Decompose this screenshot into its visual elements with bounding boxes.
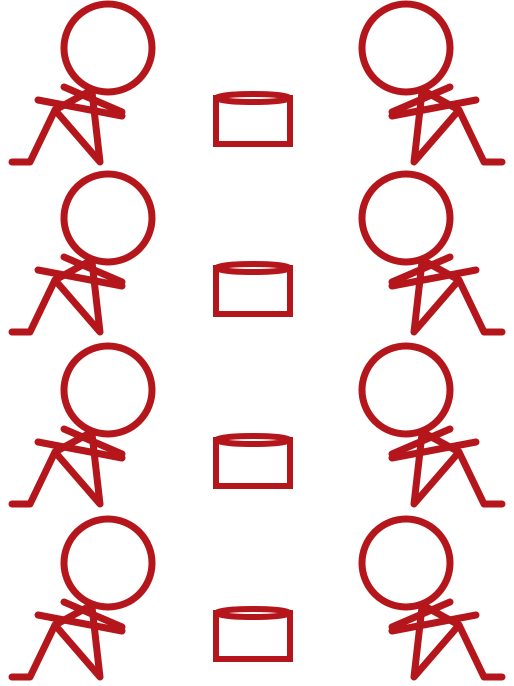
head (64, 519, 152, 607)
head (64, 4, 152, 92)
torso-leg (55, 434, 100, 504)
lower-leg (459, 280, 502, 332)
table-top (216, 609, 290, 617)
lower-leg (12, 625, 55, 677)
torso-leg (55, 92, 100, 162)
table-top (216, 264, 290, 272)
row (12, 4, 502, 162)
torso-leg (55, 262, 100, 332)
mirror-group (362, 346, 502, 504)
row (12, 174, 502, 332)
torso-leg (414, 434, 459, 504)
lower-leg (12, 280, 55, 332)
table (216, 94, 290, 144)
head (64, 346, 152, 434)
lower-leg (459, 110, 502, 162)
lower-leg (12, 452, 55, 504)
table-top (216, 94, 290, 102)
lower-leg (459, 625, 502, 677)
head (362, 519, 450, 607)
seated-figure-right (362, 519, 502, 677)
row (12, 346, 502, 504)
torso-leg (55, 607, 100, 677)
head (362, 174, 450, 262)
torso-leg (414, 262, 459, 332)
table (216, 609, 290, 659)
torso-leg (414, 607, 459, 677)
head (64, 174, 152, 262)
table (216, 436, 290, 486)
head (362, 4, 450, 92)
seated-figure-left (12, 4, 152, 162)
seated-figure-left (12, 174, 152, 332)
head (362, 346, 450, 434)
mirror-group (362, 4, 502, 162)
mirror-group (362, 174, 502, 332)
lower-leg (459, 452, 502, 504)
mirror-group (362, 519, 502, 677)
seated-figure-right (362, 346, 502, 504)
seated-figure-right (362, 4, 502, 162)
row (12, 519, 502, 677)
table-top (216, 436, 290, 444)
seated-figure-right (362, 174, 502, 332)
seated-figure-left (12, 346, 152, 504)
seated-figure-left (12, 519, 152, 677)
torso-leg (414, 92, 459, 162)
table (216, 264, 290, 314)
lower-leg (12, 110, 55, 162)
